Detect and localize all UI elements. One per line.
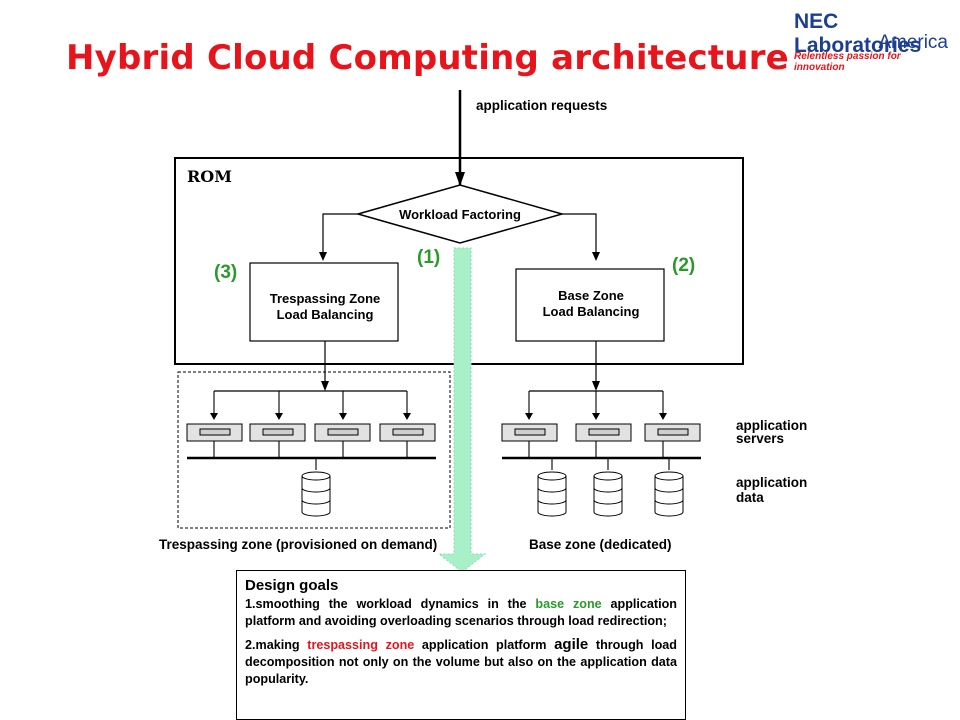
app-data-line1: application bbox=[736, 475, 807, 490]
base-database bbox=[593, 471, 623, 517]
left-branch bbox=[322, 213, 358, 258]
trespass-server bbox=[379, 423, 436, 442]
marker-2: (2) bbox=[672, 255, 695, 276]
design-goals-box: Design goals 1.smoothing the workload dy… bbox=[236, 570, 686, 720]
base-zone-caption: Base zone (dedicated) bbox=[529, 537, 672, 552]
marker-1: (1) bbox=[417, 247, 440, 268]
app-data-line2: data bbox=[736, 490, 764, 505]
goal2-emphasis: agile bbox=[554, 636, 589, 653]
goal2-highlight: trespassing zone bbox=[307, 638, 415, 652]
base-server bbox=[501, 423, 558, 442]
app-servers-line1: application bbox=[736, 418, 807, 433]
marker-3: (3) bbox=[214, 262, 237, 283]
design-goal-1: 1.smoothing the workload dynamics in the… bbox=[245, 596, 677, 630]
app-requests-label: application requests bbox=[476, 98, 607, 113]
logo-line2: America bbox=[878, 32, 948, 53]
trespass-database bbox=[301, 471, 331, 517]
load-redirection-arrow bbox=[437, 247, 487, 573]
base-database bbox=[537, 471, 567, 517]
goal1-highlight: base zone bbox=[535, 597, 602, 611]
goal2-text-b: application platform bbox=[414, 638, 555, 652]
trespass-server bbox=[249, 423, 306, 442]
workload-factoring-label: Workload Factoring bbox=[399, 207, 521, 222]
base-database bbox=[654, 471, 684, 517]
rom-label: ROM bbox=[187, 167, 232, 186]
trespass-server bbox=[186, 423, 243, 442]
goal1-text-b: application platform and avoiding overlo… bbox=[245, 597, 677, 628]
trespass-zone-boundary bbox=[177, 371, 451, 529]
design-goal-2: 2.making trespassing zone application pl… bbox=[245, 636, 677, 688]
logo-tagline: Relentless passion for innovation bbox=[794, 51, 901, 73]
trespass-lb-line2: Load Balancing bbox=[277, 307, 374, 322]
base-lb-box bbox=[515, 268, 665, 342]
design-goals-title: Design goals bbox=[245, 577, 339, 594]
trespass-lb-line1: Trespassing Zone bbox=[270, 291, 381, 306]
right-branch bbox=[562, 213, 597, 258]
trespass-zone-caption: Trespassing zone (provisioned on demand) bbox=[159, 537, 437, 552]
logo-line1: NEC Laboratories bbox=[794, 10, 922, 57]
base-lb-line2: Load Balancing bbox=[543, 304, 640, 319]
goal1-text-a: 1.smoothing the workload dynamics in the bbox=[245, 597, 536, 611]
request-arrowhead bbox=[455, 172, 465, 186]
app-servers-line2: servers bbox=[736, 431, 784, 446]
nec-logo: NEC Laboratories America Relentless pass… bbox=[794, 4, 954, 73]
base-server bbox=[644, 423, 701, 442]
base-lb-line1: Base Zone bbox=[558, 288, 624, 303]
goal2-text-c: through load decomposition not only on t… bbox=[245, 638, 677, 686]
slide-title: Hybrid Cloud Computing architecture bbox=[66, 38, 789, 78]
trespass-lb-box bbox=[249, 262, 399, 342]
base-server bbox=[575, 423, 632, 442]
goal2-text-a: 2.making bbox=[245, 638, 308, 652]
trespass-server bbox=[314, 423, 371, 442]
